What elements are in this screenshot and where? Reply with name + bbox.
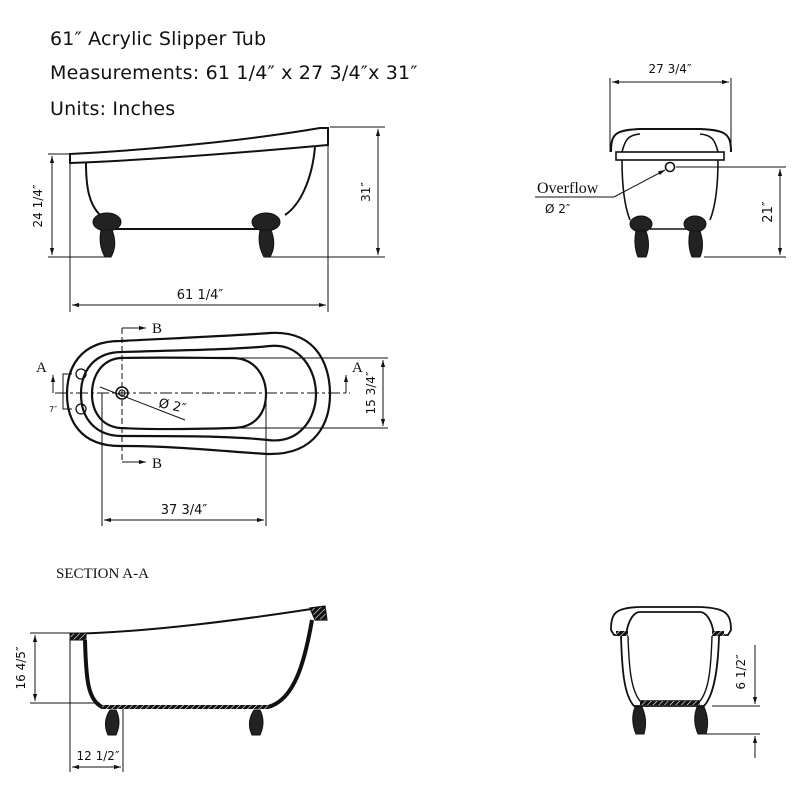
section-b-marker-bottom: B	[152, 456, 162, 472]
section-a-marker-right: A	[352, 360, 363, 376]
top-view	[50, 325, 388, 526]
claw-foot-icon	[104, 709, 264, 736]
section-aa-label: SECTION A-A	[56, 566, 149, 582]
faucet-spacing-label: 7″	[49, 405, 57, 414]
overflow-height-label: 21″	[761, 201, 776, 223]
interior-width-label: 15 3/4″	[364, 371, 378, 414]
overflow-label: Overflow	[537, 180, 599, 197]
section-bb-clearance-label: 6 1/2″	[734, 654, 748, 690]
claw-foot-icon	[92, 212, 281, 258]
section-bb-view	[610, 606, 760, 758]
interior-length-label: 37 3/4″	[161, 503, 208, 518]
section-b-marker-top: B	[152, 321, 162, 337]
drain-diameter-label: Ø 2″	[157, 396, 187, 416]
end-width-label: 27 3/4″	[649, 62, 692, 76]
faucet-hole-icon	[75, 368, 87, 415]
side-view	[48, 126, 385, 312]
end-view-tub-outline	[610, 128, 732, 230]
section-aa-drain-offset-label: 12 1/2″	[77, 749, 120, 763]
claw-foot-icon	[632, 706, 709, 735]
side-length-label: 61 1/4″	[177, 288, 224, 303]
side-rim-height-label: 24 1/4″	[31, 184, 45, 227]
side-total-height-label: 31″	[359, 182, 373, 202]
section-aa-view	[30, 605, 328, 772]
section-a-marker-left: A	[36, 360, 47, 376]
end-view	[535, 78, 786, 258]
title: 61″ Acrylic Slipper Tub	[50, 28, 267, 50]
overflow-hole-icon	[664, 161, 676, 173]
units-text: Units: Inches	[50, 98, 176, 120]
claw-foot-icon	[629, 215, 707, 258]
overflow-diameter-label: Ø 2″	[545, 202, 571, 216]
section-aa-depth-label: 16 4/5″	[14, 646, 28, 689]
measurements-text: Measurements: 61 1/4″ x 27 3/4″x 31″	[50, 62, 418, 84]
